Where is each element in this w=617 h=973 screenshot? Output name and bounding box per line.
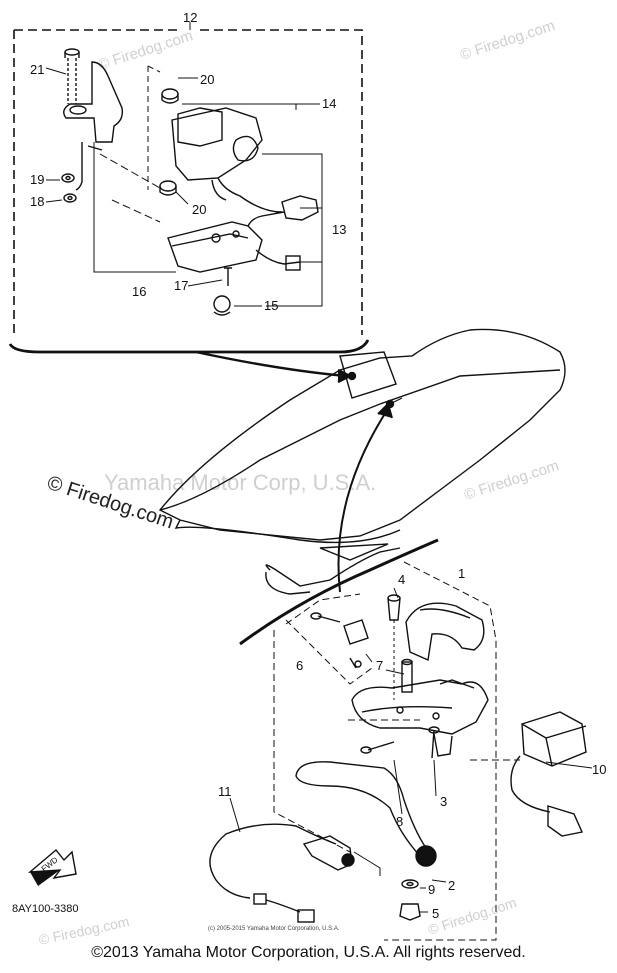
watermark-bottom-right: © Firedog.com: [426, 894, 518, 938]
callout-2: 2: [448, 878, 455, 893]
callout-17: 17: [174, 278, 188, 293]
watermark-top-right: © Firedog.com: [458, 17, 557, 64]
relay-assembly-drawing: [61, 48, 319, 316]
callout-7: 7: [376, 658, 383, 673]
callout-6: 6: [296, 658, 303, 673]
callout-20-top: 20: [200, 72, 214, 87]
callout-21: 21: [30, 62, 44, 77]
throttle-assembly-drawing: [209, 594, 587, 923]
callouts: 12 21 20 14 13 19 18 20 16 17 15 4 1 6 7…: [30, 10, 606, 921]
callout-9: 9: [428, 882, 435, 897]
callout-16: 16: [132, 284, 146, 299]
small-copyright: (c) 2005-2015 Yamaha Motor Corporation, …: [208, 926, 340, 932]
watermark-top-left: © Firedog.com: [96, 27, 195, 74]
lower-assembly-outline: [273, 561, 520, 941]
watermark-bottom-left: © Firedog.com: [37, 913, 130, 948]
callout-8: 8: [396, 814, 403, 829]
callout-10: 10: [592, 762, 606, 777]
fwd-arrow-icon: FWD: [27, 849, 77, 886]
callout-19: 19: [30, 172, 44, 187]
watermark-mid-right: © Firedog.com: [462, 457, 561, 504]
lower-leaders: [229, 587, 593, 913]
callout-4: 4: [398, 572, 405, 587]
callout-20-bottom: 20: [192, 202, 206, 217]
callout-15: 15: [264, 298, 278, 313]
callout-5: 5: [432, 906, 439, 921]
part-code: 8AY100-3380: [12, 903, 78, 915]
footer-copyright: ©2013 Yamaha Motor Corporation, U.S.A. A…: [91, 944, 526, 961]
watermark-center: Yamaha Motor Corp, U.S.A.: [104, 470, 376, 495]
callout-3: 3: [440, 794, 447, 809]
callout-12: 12: [183, 10, 197, 25]
watermarks: © Firedog.com © Firedog.com Yamaha Motor…: [37, 17, 561, 948]
assembly-to-seat-arrow: [337, 402, 393, 593]
callout-13: 13: [332, 222, 346, 237]
callout-1: 1: [458, 566, 465, 581]
callout-14: 14: [322, 96, 336, 111]
callout-18: 18: [30, 194, 44, 209]
seat-drawing: [158, 328, 566, 595]
inset-box: [8, 22, 370, 354]
inset-leaders: [45, 67, 323, 307]
callout-11: 11: [218, 784, 232, 799]
divider-line: [239, 538, 439, 646]
